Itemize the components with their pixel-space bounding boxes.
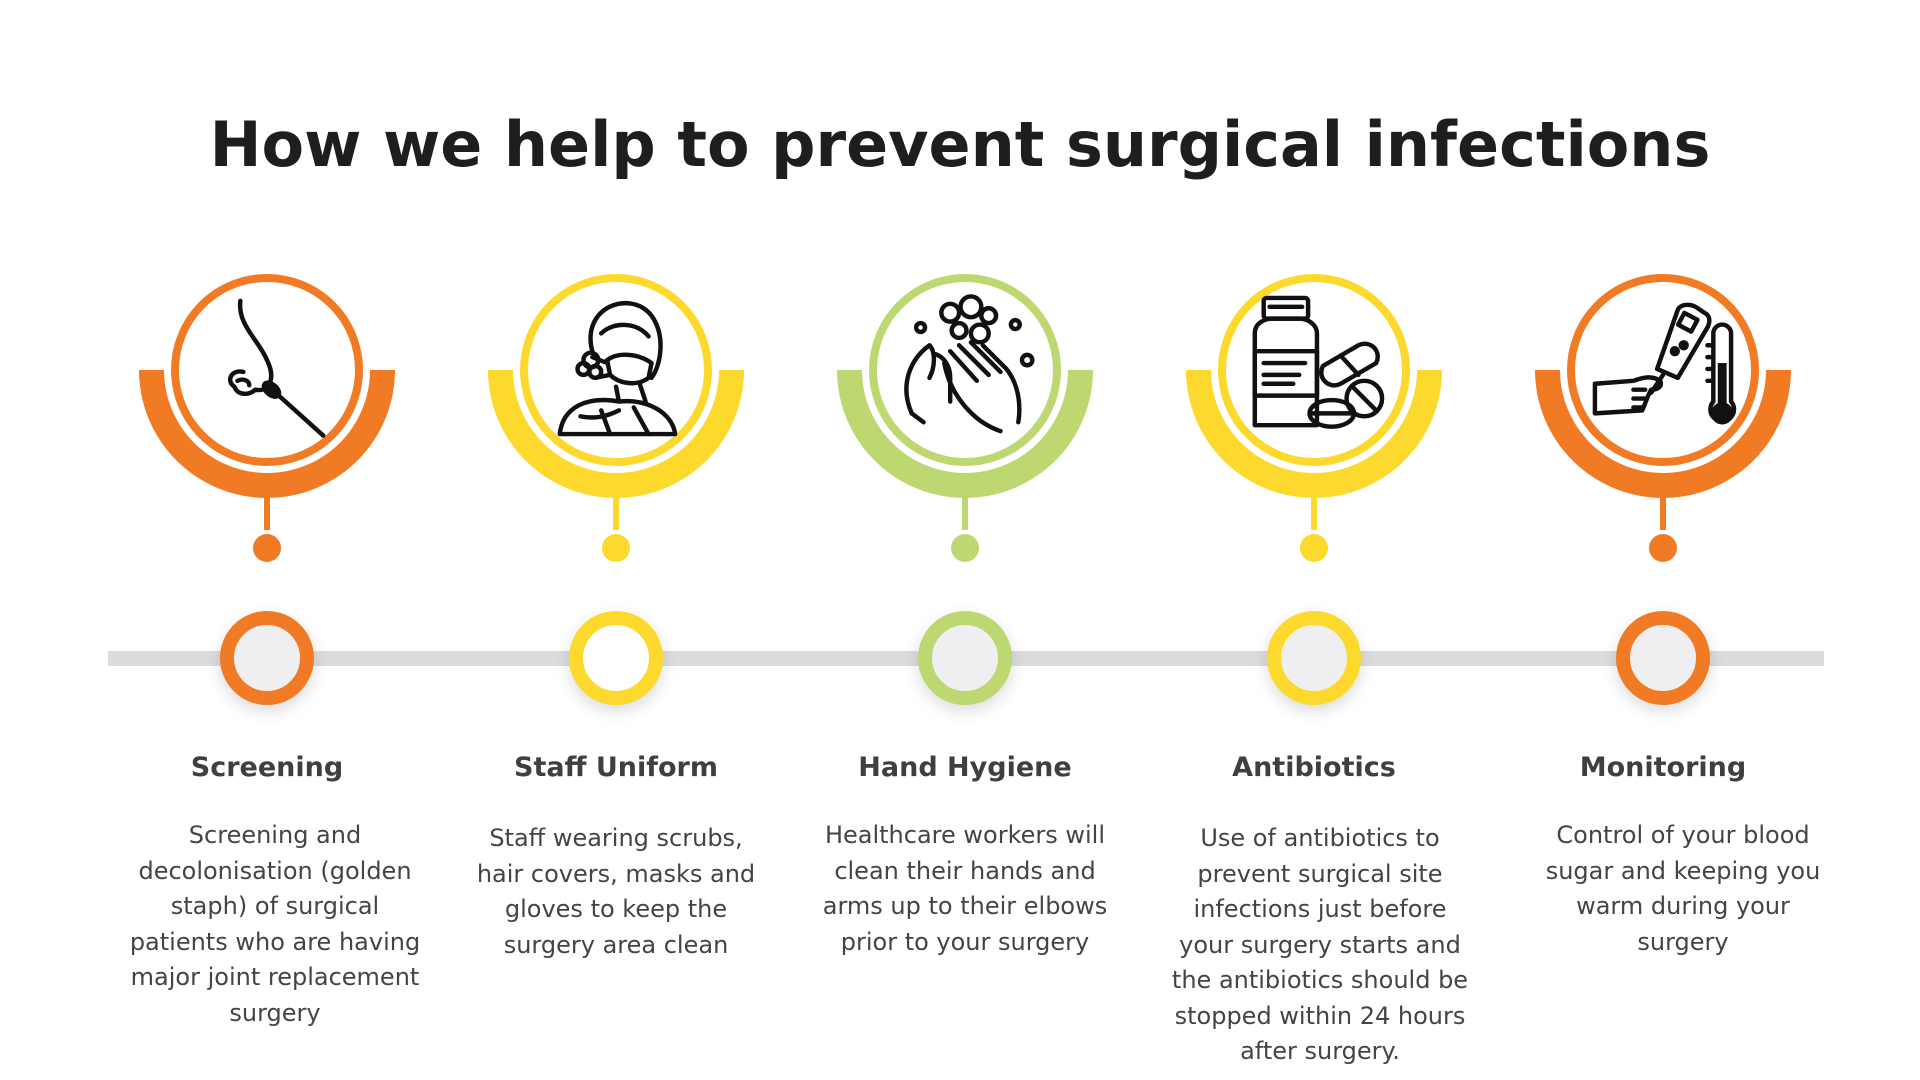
step-heading: Staff Uniform	[514, 752, 718, 783]
step-description: Screening and decolonisation (golden sta…	[129, 821, 421, 1027]
step-heading: Screening	[190, 752, 344, 783]
timeline-node	[1616, 611, 1710, 705]
timeline-node	[220, 611, 314, 705]
medicine-pills-icon	[1252, 295, 1385, 429]
badge-frame	[139, 274, 395, 562]
nose-swab-icon	[228, 298, 326, 438]
badge-frame	[488, 274, 744, 562]
step-heading: Hand Hygiene	[858, 752, 1072, 783]
timeline-node	[1267, 611, 1361, 705]
masked-nurse-icon	[557, 300, 678, 437]
timeline-node	[569, 611, 663, 705]
glucose-thermometer-icon	[1592, 302, 1737, 425]
step-heading: Antibiotics	[1232, 752, 1396, 783]
hand-washing-icon	[904, 294, 1035, 434]
page-title: How we help to prevent surgical infectio…	[209, 108, 1711, 181]
step-description: Use of antibiotics to prevent surgical s…	[1171, 824, 1469, 1065]
step-heading: Monitoring	[1579, 752, 1747, 783]
step-description: Control of your blood sugar and keeping …	[1545, 821, 1821, 956]
step-description: Staff wearing scrubs, hair covers, masks…	[476, 824, 756, 959]
timeline-node	[918, 611, 1012, 705]
step-description: Healthcare workers will clean their hand…	[822, 821, 1108, 956]
